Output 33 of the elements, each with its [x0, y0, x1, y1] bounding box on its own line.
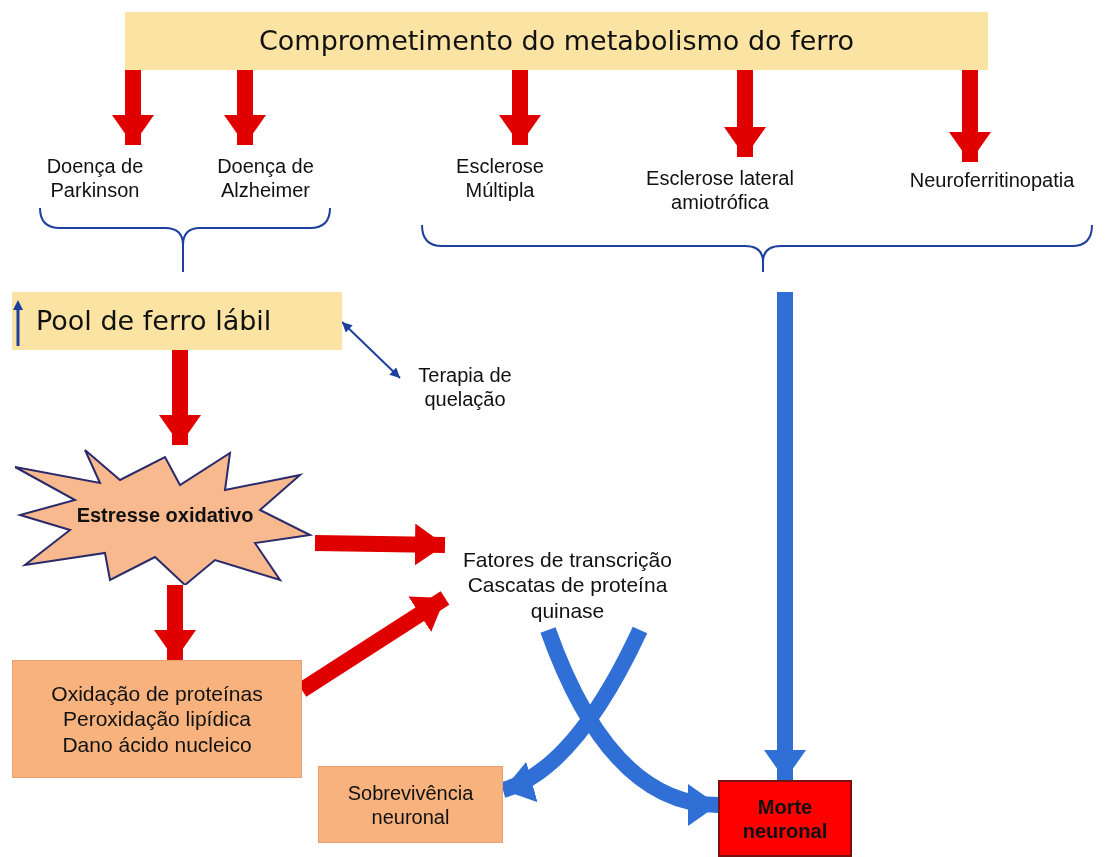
arrow: [341, 321, 401, 379]
block-arrow: [499, 70, 541, 145]
burst-text: Estresse oxidativo: [76, 503, 254, 527]
block-arrow: [154, 585, 196, 660]
block-arrow: [500, 626, 648, 800]
node-text: Doença de Parkinson: [45, 154, 145, 202]
block-arrow: [724, 70, 766, 157]
block-arrow: [159, 350, 201, 445]
node-text: Esclerose lateral amiotrófica: [645, 166, 795, 214]
block-arrow: [949, 70, 991, 162]
process-box: [318, 766, 503, 843]
block-arrow: [112, 70, 154, 145]
node-text: Fatores de transcrição: [463, 547, 672, 573]
node-text: Doença de Alzheimer: [216, 154, 315, 202]
box-text: Morte neuronal: [741, 794, 829, 843]
node-text: Cascatas de proteína quinase: [466, 572, 669, 623]
node-text: Neuroferritinopatia: [909, 168, 1075, 192]
process-box: [12, 660, 302, 778]
block-arrow: [224, 70, 266, 145]
block-arrow: [314, 523, 446, 566]
outcome-box: [718, 780, 852, 857]
title-bar: [125, 12, 988, 70]
box-text: Oxidação de proteínas: [51, 681, 263, 707]
box-text: Dano ácido nucleico: [62, 731, 252, 757]
block-arrow: [764, 292, 806, 780]
box-text: Sobrevivência neuronal: [346, 780, 475, 829]
node-text: Esclerose Múltipla: [455, 154, 545, 202]
box-text: Pool de ferro lábil: [36, 304, 272, 338]
node-text: Terapia de quelação: [417, 363, 513, 411]
box-text: Peroxidação lipídica: [63, 706, 251, 732]
block-arrow: [540, 627, 719, 824]
bar-text: Comprometimento do metabolismo do ferro: [259, 24, 854, 58]
highlight-box: [12, 292, 342, 350]
